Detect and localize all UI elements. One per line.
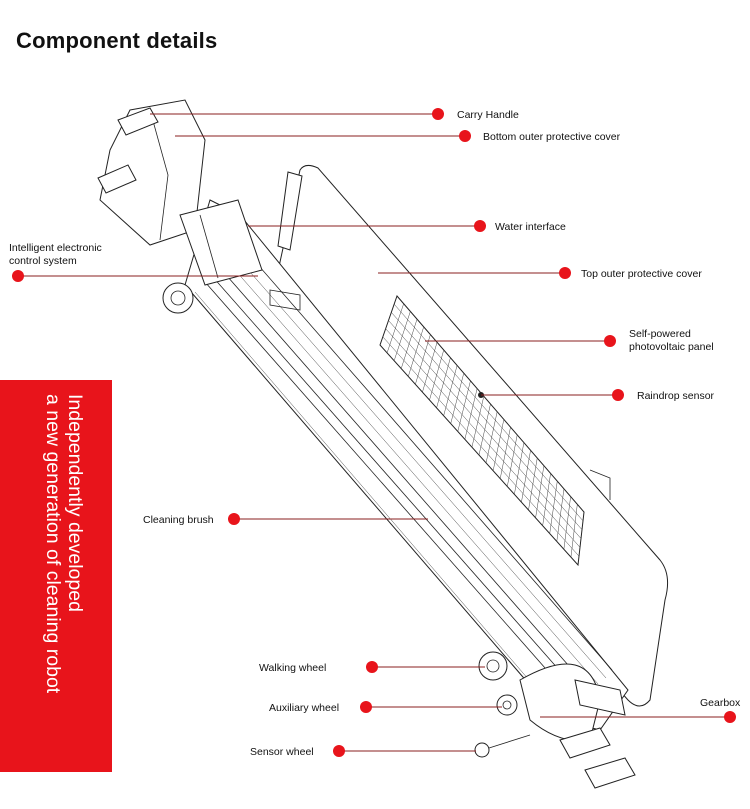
callout-dot [360,701,372,713]
callout-dot [333,745,345,757]
promo-banner: Independently developed a new generation… [0,380,112,772]
callout-sensor-wheel: Sensor wheel [250,745,476,758]
pv-grid-line [385,328,581,548]
callout-dot [474,220,486,232]
callout-water-interface: Water interface [248,220,566,233]
label-pv-line2: photovoltaic panel [629,341,714,353]
label-control-line1: Intelligent electronic [9,242,102,254]
callout-raindrop: Raindrop sensor [478,389,715,402]
callout-brush: Cleaning brush [143,513,428,526]
callout-dot [432,108,444,120]
callout-dot [366,661,378,673]
label-bottom-cover: Bottom outer protective cover [483,131,621,143]
label-carry-handle: Carry Handle [457,109,519,121]
callout-carry-handle: Carry Handle [150,108,519,121]
label-top-cover: Top outer protective cover [581,268,702,280]
label-gearbox: Gearbox [700,697,741,709]
banner-line-2: a new generation of cleaning robot [42,394,64,694]
label-sensor-wheel: Sensor wheel [250,746,314,758]
label-water-interface: Water interface [495,221,566,233]
banner-line-1: Independently developed [64,394,86,612]
callout-dot [724,711,736,723]
callout-dot [604,335,616,347]
callout-walking-wheel: Walking wheel [259,661,485,674]
robot-body [97,99,669,789]
callout-dot [612,389,624,401]
label-pv-line1: Self-powered [629,328,691,340]
callout-dot [559,267,571,279]
callout-aux-wheel: Auxiliary wheel [269,701,502,714]
banner-text: Independently developed a new generation… [42,394,86,762]
pv-grid-line [393,304,584,521]
callout-dot [228,513,240,525]
pv-grid-line [391,312,583,530]
pv-grid-line [382,336,580,557]
label-raindrop: Raindrop sensor [637,390,715,402]
callout-dot [459,130,471,142]
label-aux-wheel: Auxiliary wheel [269,702,339,714]
label-control-line2: control system [9,255,77,267]
label-walking-wheel: Walking wheel [259,662,326,674]
photovoltaic-panel [379,295,585,567]
callout-bottom-cover: Bottom outer protective cover [175,130,621,143]
pv-grid-line [388,320,582,539]
callout-gearbox: Gearbox [540,697,741,723]
callout-dot [12,270,24,282]
label-brush: Cleaning brush [143,514,214,526]
callout-top-cover: Top outer protective cover [378,267,702,280]
callout-pv-panel: Self-powered photovoltaic panel [425,328,714,353]
callout-control-system: Intelligent electronic control system [9,242,258,282]
page-title: Component details [16,28,218,53]
